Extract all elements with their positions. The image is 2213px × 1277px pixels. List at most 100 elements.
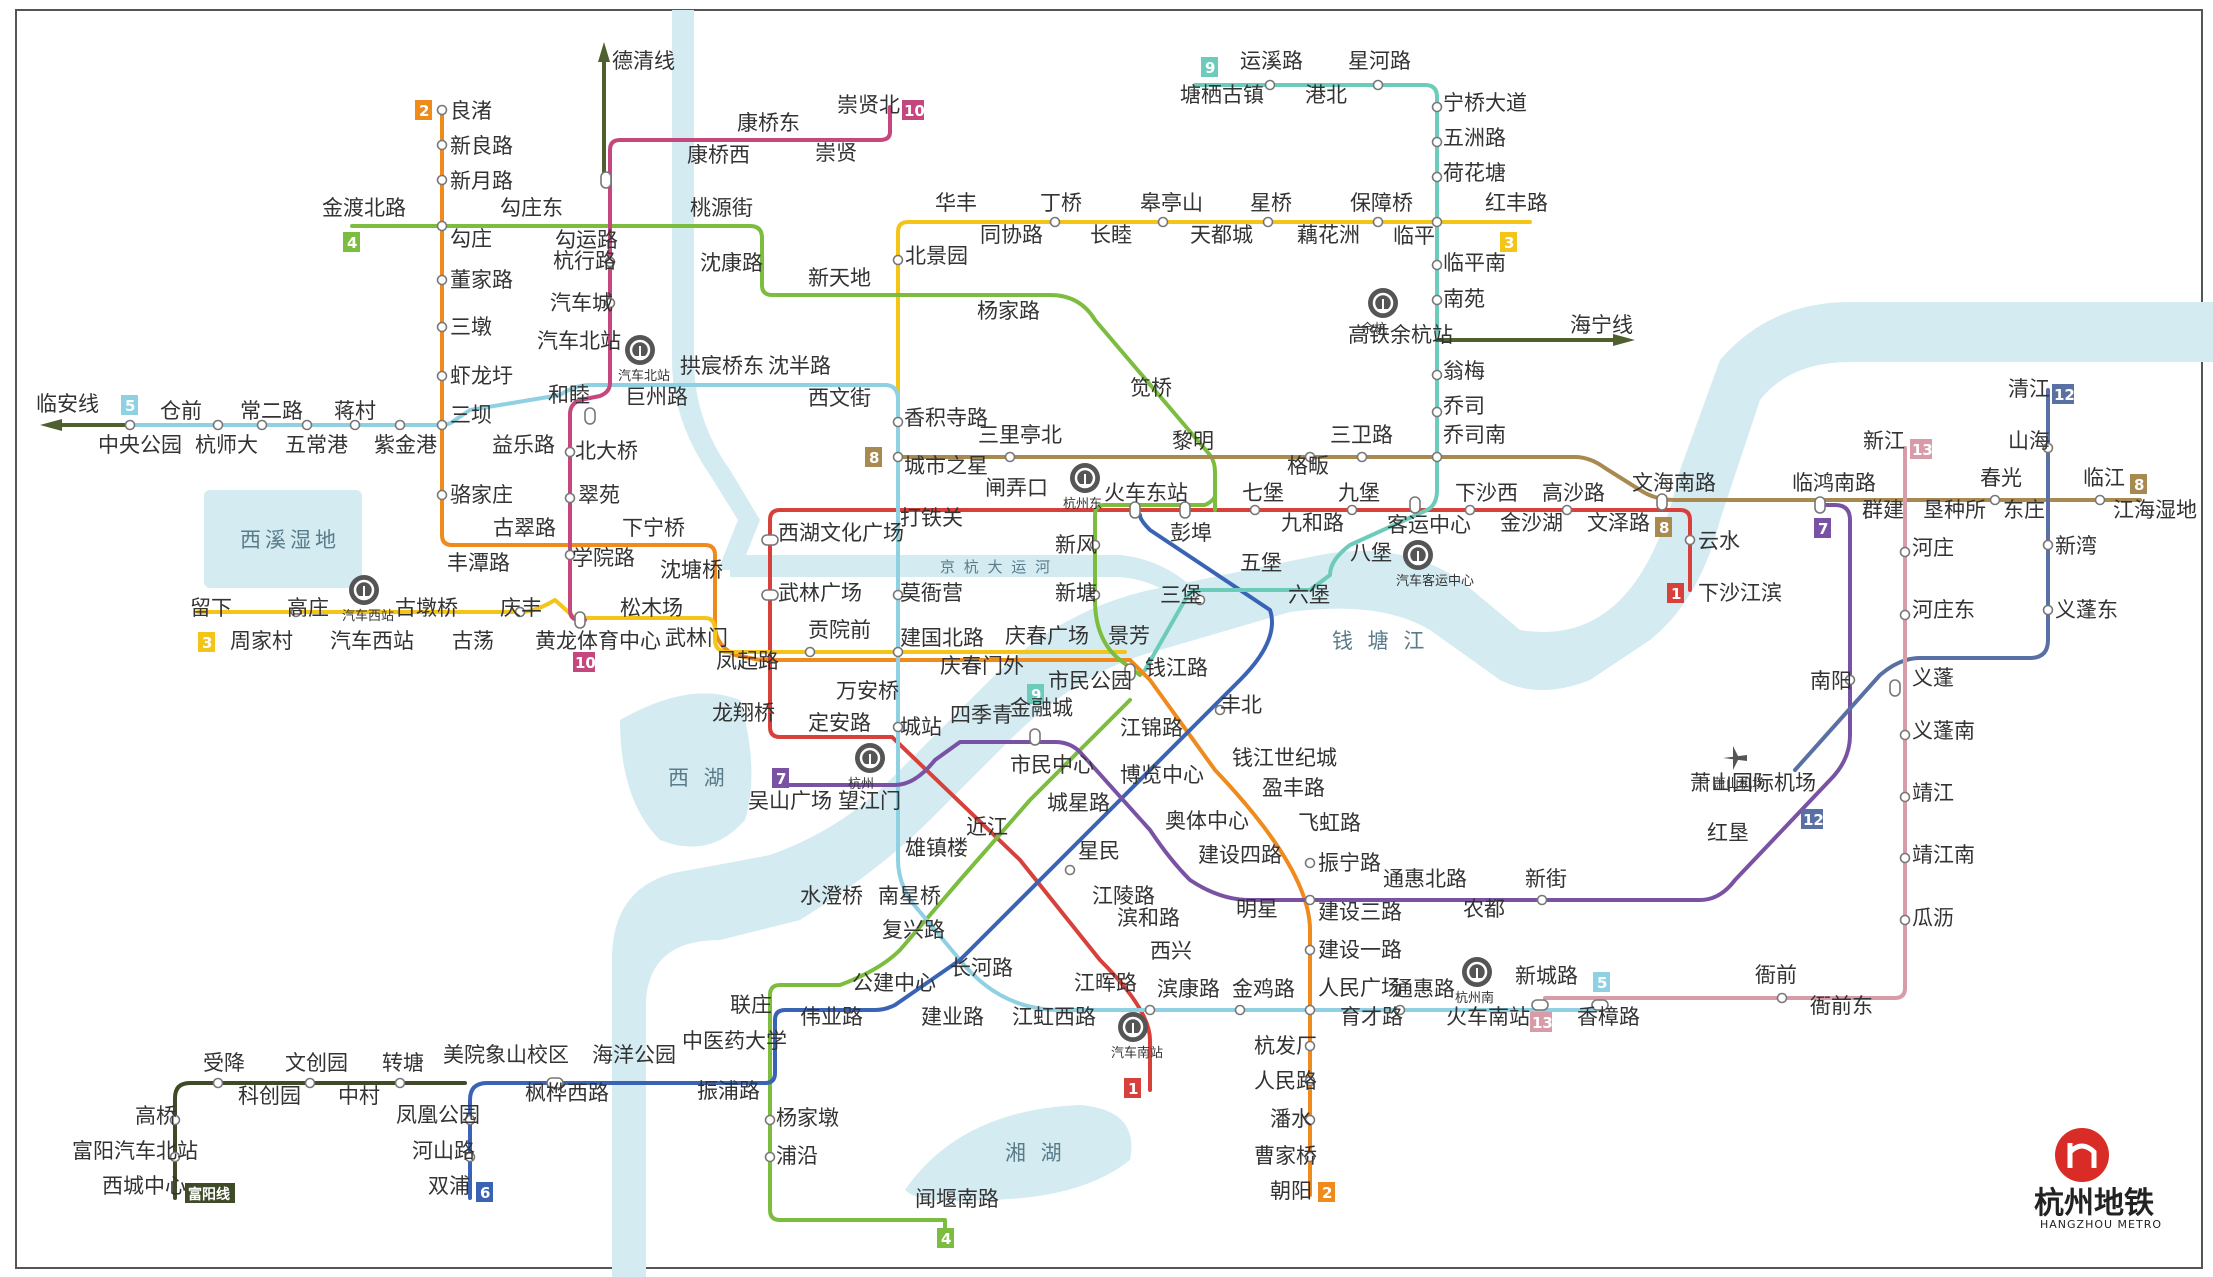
interchange-marker[interactable] bbox=[1129, 501, 1141, 519]
station-label[interactable]: 金沙湖 bbox=[1500, 511, 1563, 535]
station-label[interactable]: 崇贤北 bbox=[837, 93, 900, 117]
station-dot[interactable] bbox=[892, 254, 904, 266]
station-label[interactable]: 益乐路 bbox=[492, 433, 555, 457]
station-label[interactable]: 滨和路 bbox=[1117, 906, 1180, 930]
station-label[interactable]: 沈康路 bbox=[700, 251, 763, 275]
station-dot[interactable] bbox=[1004, 451, 1016, 463]
badge-line-1-south[interactable]: 1 bbox=[1124, 1078, 1141, 1098]
station-label[interactable]: 康桥西 bbox=[687, 143, 750, 167]
station-label[interactable]: 华丰 bbox=[935, 191, 977, 215]
station-label[interactable]: 文海南路 bbox=[1632, 471, 1716, 495]
station-dot[interactable] bbox=[1899, 852, 1911, 864]
station-dot[interactable] bbox=[1304, 1040, 1316, 1052]
station-label[interactable]: 西文街 bbox=[808, 386, 871, 410]
station-label[interactable]: 凤起路 bbox=[716, 649, 779, 673]
station-dot[interactable] bbox=[1144, 1004, 1156, 1016]
station-label[interactable]: 钱江路 bbox=[1145, 656, 1208, 680]
station-label[interactable]: 江锦路 bbox=[1120, 716, 1183, 740]
station-label[interactable]: 云水 bbox=[1698, 529, 1740, 553]
station-label[interactable]: 人民路 bbox=[1254, 1069, 1317, 1093]
station-label[interactable]: 新风 bbox=[1055, 533, 1097, 557]
station-label[interactable]: 伟业路 bbox=[800, 1005, 863, 1029]
station-dot[interactable] bbox=[1464, 504, 1476, 516]
station-label[interactable]: 天都城 bbox=[1190, 223, 1253, 247]
station-label[interactable]: 近江 bbox=[966, 815, 1008, 839]
badge-line-4-west[interactable]: 4 bbox=[343, 232, 360, 252]
station-label[interactable]: 义蓬东 bbox=[2055, 598, 2118, 622]
station-dot[interactable] bbox=[892, 451, 904, 463]
station-label[interactable]: 星桥 bbox=[1250, 191, 1292, 215]
station-label[interactable]: 建业路 bbox=[921, 1005, 984, 1029]
station-label[interactable]: 汽车北站 bbox=[537, 329, 621, 353]
station-label[interactable]: 六堡 bbox=[1288, 583, 1330, 607]
station-label[interactable]: 山海 bbox=[2008, 429, 2050, 453]
station-label[interactable]: 莫衙营 bbox=[900, 581, 963, 605]
station-label[interactable]: 闻堰南路 bbox=[915, 1187, 999, 1211]
badge-line-2[interactable]: 2 bbox=[415, 100, 432, 120]
station-label[interactable]: 格畈 bbox=[1287, 454, 1329, 478]
station-label[interactable]: 下沙江滨 bbox=[1698, 581, 1782, 605]
station-dot[interactable] bbox=[1394, 1004, 1406, 1016]
station-label[interactable]: 西湖文化广场 bbox=[778, 521, 904, 545]
station-label[interactable]: 杨家路 bbox=[977, 299, 1040, 323]
station-label[interactable]: 中医药大学 bbox=[682, 1029, 787, 1053]
station-label[interactable]: 香樟路 bbox=[1577, 1005, 1640, 1029]
station-label[interactable]: 周家村 bbox=[230, 629, 293, 653]
station-label[interactable]: 红丰路 bbox=[1485, 191, 1548, 215]
station-dot[interactable] bbox=[1431, 259, 1443, 271]
station-label[interactable]: 北景园 bbox=[905, 244, 968, 268]
station-label[interactable]: 东庄 bbox=[2003, 498, 2045, 522]
station-label[interactable]: 打铁关 bbox=[900, 506, 963, 530]
station-label[interactable]: 河庄 bbox=[1912, 536, 1954, 560]
station-dot[interactable] bbox=[764, 1151, 776, 1163]
badge-line-7-west[interactable]: 7 bbox=[772, 768, 789, 788]
station-label[interactable]: 骆家庄 bbox=[450, 483, 513, 507]
station-dot[interactable] bbox=[1194, 594, 1206, 606]
station-label[interactable]: 勾庄东 bbox=[500, 196, 563, 220]
station-dot[interactable] bbox=[2042, 539, 2054, 551]
interchange-marker[interactable] bbox=[1591, 999, 1609, 1011]
station-label[interactable]: 朝阳 bbox=[1270, 1179, 1312, 1203]
station-label[interactable]: 丁桥 bbox=[1040, 191, 1082, 215]
station-label[interactable]: 古荡 bbox=[452, 629, 494, 653]
station-dot[interactable] bbox=[892, 646, 904, 658]
station-label[interactable]: 翁梅 bbox=[1443, 359, 1485, 383]
station-dot[interactable] bbox=[1304, 944, 1316, 956]
station-label[interactable]: 育才路 bbox=[1340, 1005, 1403, 1029]
station-label[interactable]: 七堡 bbox=[1242, 481, 1284, 505]
station-label[interactable]: 垦种所 bbox=[1923, 498, 1986, 522]
station-dot[interactable] bbox=[892, 589, 904, 601]
station-label[interactable]: 高桥 bbox=[135, 1104, 177, 1128]
station-dot[interactable] bbox=[1064, 864, 1076, 876]
station-label[interactable]: 新街 bbox=[1525, 867, 1567, 891]
station-label[interactable]: 丰潭路 bbox=[447, 551, 510, 575]
station-label[interactable]: 翠苑 bbox=[578, 483, 620, 507]
station-label[interactable]: 荷花塘 bbox=[1443, 161, 1506, 185]
station-label[interactable]: 海洋公园 bbox=[592, 1043, 676, 1067]
station-dot[interactable] bbox=[436, 220, 448, 232]
station-dot[interactable] bbox=[1304, 857, 1316, 869]
station-label[interactable]: 勾庄 bbox=[450, 227, 492, 251]
station-dot[interactable] bbox=[464, 1151, 476, 1163]
station-label[interactable]: 庆春门外 bbox=[940, 654, 1024, 678]
station-label[interactable]: 新良路 bbox=[450, 134, 513, 158]
station-label[interactable]: 庆春广场 bbox=[1005, 624, 1089, 648]
station-label[interactable]: 下沙西 bbox=[1455, 481, 1518, 505]
station-label[interactable]: 客运中心 bbox=[1387, 513, 1471, 537]
station-dot[interactable] bbox=[436, 419, 448, 431]
station-label[interactable]: 城站 bbox=[900, 715, 942, 739]
station-label[interactable]: 城市之星 bbox=[904, 454, 988, 478]
station-label[interactable]: 钱江世纪城 bbox=[1232, 746, 1337, 770]
station-dot[interactable] bbox=[1264, 79, 1276, 91]
station-dot[interactable] bbox=[1431, 171, 1443, 183]
station-dot[interactable] bbox=[1346, 504, 1358, 516]
interchange-marker[interactable] bbox=[574, 611, 586, 629]
station-dot[interactable] bbox=[464, 1114, 476, 1126]
badge-line-8-west[interactable]: 8 bbox=[865, 447, 882, 467]
station-label[interactable]: 五常港 bbox=[285, 433, 348, 457]
station-label[interactable]: 江虹西路 bbox=[1012, 1005, 1096, 1029]
station-label[interactable]: 清江 bbox=[2008, 377, 2050, 401]
station-label[interactable]: 火车东站 bbox=[1104, 481, 1188, 505]
station-label[interactable]: 义蓬 bbox=[1912, 666, 1954, 690]
badge-line-4-south[interactable]: 4 bbox=[937, 1228, 954, 1248]
